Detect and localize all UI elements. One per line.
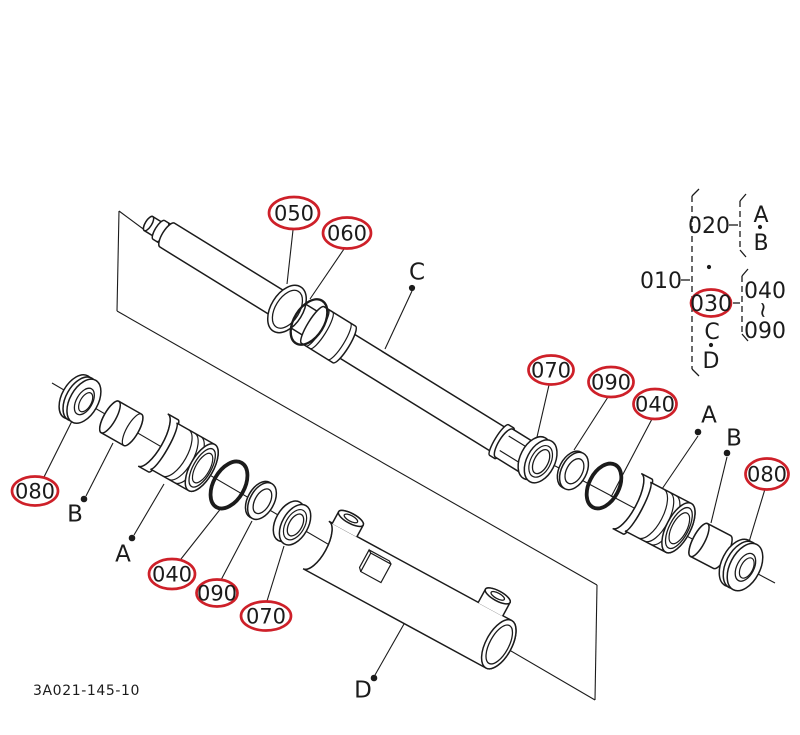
callout-label: 090: [197, 582, 237, 606]
callout-label: 070: [531, 359, 571, 383]
seal-080-right: [718, 538, 764, 592]
o-ring-040-right: [584, 461, 624, 511]
cylinder-head-a-left: [137, 413, 219, 493]
letter-callout-b-left: B: [67, 501, 83, 527]
cylinder-barrel: [302, 509, 517, 670]
bushing-b-left: [98, 400, 144, 447]
callout-label: 070: [246, 605, 286, 629]
circled-callout-070-lower: 070: [239, 600, 293, 632]
legend-range-to: 090: [744, 319, 786, 344]
ring-090-right: [556, 450, 590, 491]
seal-070-right: [517, 436, 558, 484]
legend-010: 010: [640, 269, 682, 294]
legend-020: 020: [688, 214, 730, 239]
legend-letter-c: C: [704, 320, 719, 345]
legend-letter-d: D: [703, 349, 720, 374]
callout-label: 060: [327, 222, 367, 246]
letter-callout-c: C: [409, 259, 425, 285]
port-boss-right: [477, 587, 512, 617]
o-ring-060: [289, 298, 329, 346]
callout-label: 030: [690, 292, 732, 317]
port-boss-left: [331, 509, 365, 538]
callout-label: 080: [747, 463, 787, 487]
callout-label: 040: [635, 393, 675, 417]
square-window: [358, 548, 392, 584]
leader-dots: [80, 284, 731, 682]
letter-callout-a-right: A: [701, 402, 717, 428]
panel-right-edge: [594, 584, 598, 701]
circled-callout-060: 060: [321, 216, 373, 250]
letter-callout-b-right: B: [726, 425, 742, 451]
cylinder-head-a-right: [612, 472, 696, 554]
bushing-b-right: [688, 522, 733, 570]
circled-callout-080-right: 080: [744, 457, 790, 491]
circled-callout-090-lower: 090: [195, 578, 239, 608]
ring-090-left: [244, 480, 278, 521]
legend-range-tilde: ∼: [750, 301, 775, 319]
circled-callout-030: 030: [689, 288, 733, 318]
piston-collar: [299, 305, 358, 364]
seal-070-left: [272, 500, 312, 546]
circled-callout-080-left: 080: [10, 475, 60, 507]
panel-mid-edge: [116, 310, 598, 586]
letter-callout-a-left: A: [115, 541, 131, 567]
leader-lines: [43, 229, 766, 676]
legend: 010 020 A B 030 040 ∼ 090 C D: [640, 188, 786, 377]
callout-label: 050: [274, 202, 314, 226]
circled-callout-090-upper: 090: [587, 365, 635, 399]
circled-callout-070-upper: 070: [527, 354, 575, 386]
legend-letter-b: B: [753, 231, 768, 256]
letter-callout-d: D: [354, 677, 372, 703]
circled-callout-040-upper: 040: [632, 387, 678, 421]
legend-letter-a: A: [753, 203, 768, 228]
callout-label: 080: [15, 480, 55, 504]
o-ring-040-left: [208, 459, 250, 511]
barrel-bore: [485, 624, 514, 665]
panel-left-edge: [116, 210, 120, 312]
legend-range-from: 040: [744, 279, 786, 304]
circled-callout-050: 050: [267, 195, 321, 231]
callout-label: 040: [152, 563, 192, 587]
circled-callout-040-lower: 040: [147, 557, 197, 591]
drawing-code: 3A021-145-10: [33, 683, 140, 699]
callout-label: 090: [591, 371, 631, 395]
seal-080-left: [58, 374, 102, 424]
